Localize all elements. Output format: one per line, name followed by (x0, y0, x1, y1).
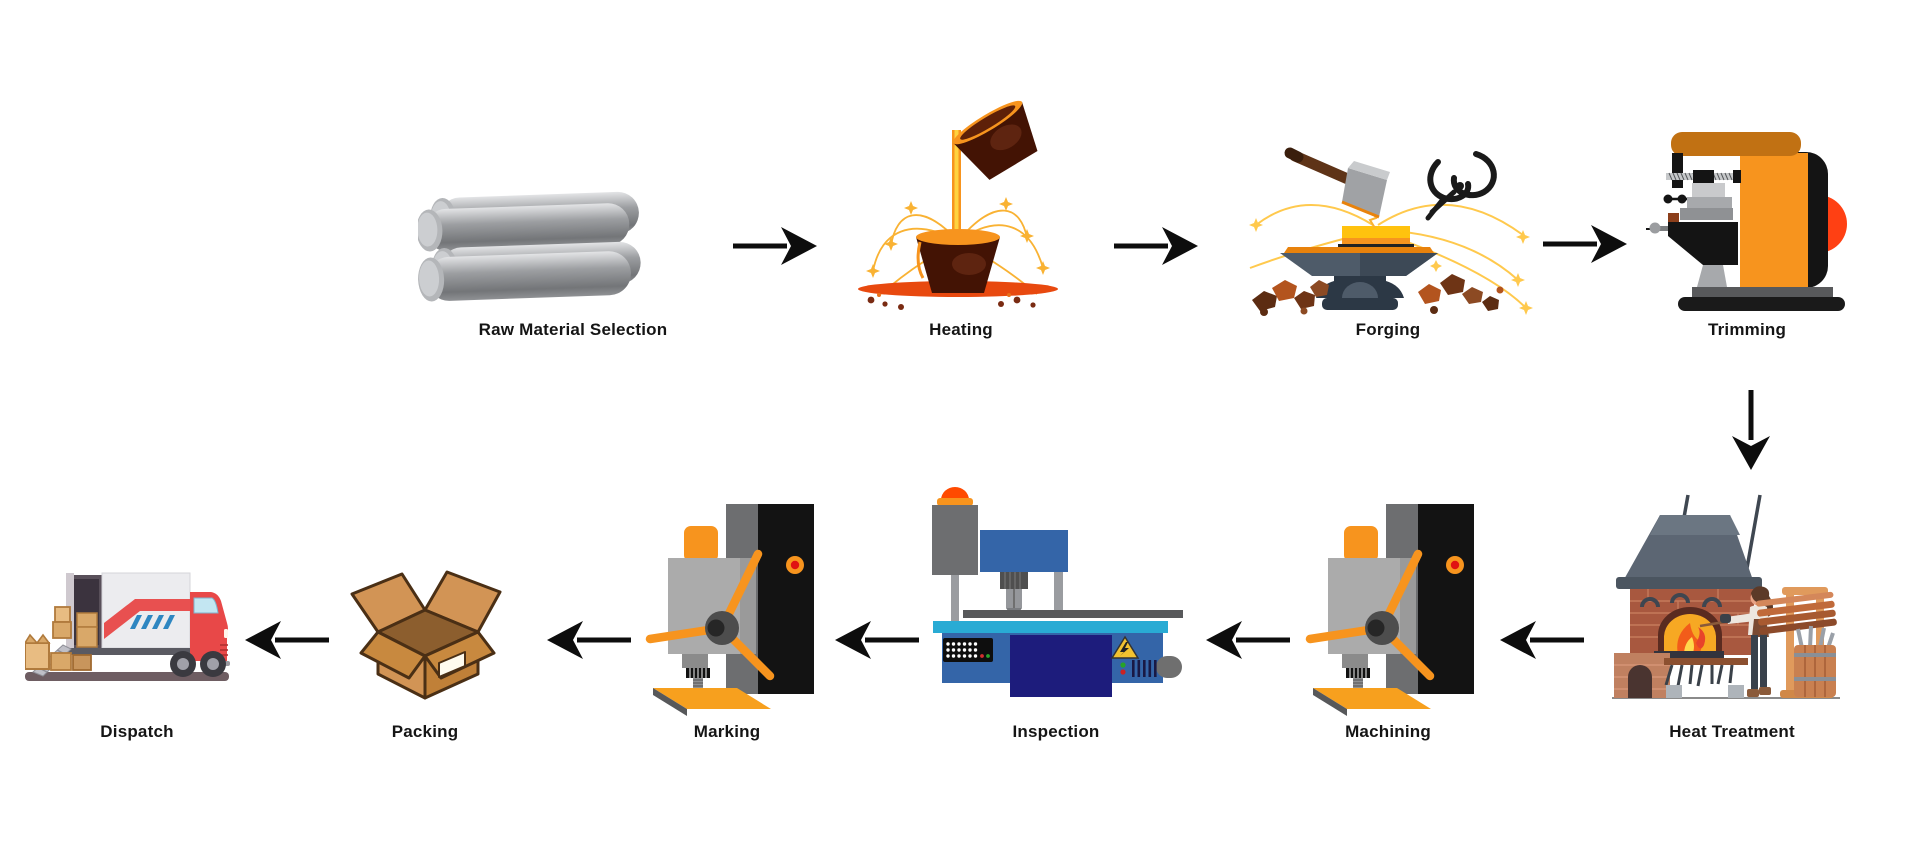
rod (418, 203, 630, 252)
machine-body (1740, 153, 1808, 287)
warning-sign (1110, 635, 1140, 659)
control-tower (932, 505, 978, 575)
ground-boxes (25, 606, 92, 671)
vents (1132, 660, 1157, 677)
chassis (68, 648, 190, 655)
arrow-left-icon (835, 621, 919, 659)
molten-metal-pouring-icon (858, 100, 1058, 310)
gantry-bar (963, 610, 1183, 618)
spark-stars (1249, 218, 1533, 315)
brown-block (1668, 213, 1679, 222)
box-body (101, 572, 191, 649)
hammer (1284, 147, 1390, 219)
front-panel (1010, 635, 1112, 697)
step-label-heat-treatment: Heat Treatment (1669, 722, 1795, 741)
trimming-machine-icon (1646, 132, 1847, 311)
drill-press-icon (645, 504, 814, 716)
keypad (943, 638, 993, 662)
chuck (682, 654, 710, 689)
wheels (170, 651, 226, 677)
arrow-down-icon (1732, 390, 1770, 470)
step-label-trimming: Trimming (1707, 320, 1787, 339)
step-label-dispatch: Dispatch (100, 722, 174, 741)
probe-chuck (1000, 572, 1028, 614)
crucible-pot (916, 229, 1000, 293)
step-label-forging: Forging (1355, 320, 1421, 339)
chuck (1342, 654, 1370, 689)
arrow-right-icon (733, 227, 817, 265)
led-red (1120, 669, 1126, 675)
crank-knobs (1663, 194, 1687, 204)
step-label-machining: Machining (1345, 722, 1431, 741)
tool-rack-bench (1664, 658, 1748, 698)
table-strip (933, 621, 1168, 633)
step-label-raw-material: Raw Material Selection (478, 320, 668, 339)
clamp (1693, 170, 1714, 184)
arrow-right-icon (1543, 225, 1627, 263)
hatch-marks (130, 615, 175, 629)
quench-barrel (1794, 625, 1836, 697)
spatter-dots (867, 293, 1036, 310)
bar-stock-pile (1755, 591, 1837, 635)
steel-rods-icon (418, 191, 641, 302)
right-post (1054, 570, 1063, 614)
spark-stars (866, 197, 1050, 278)
knee-casting (1668, 222, 1738, 265)
scale-rocks (1252, 274, 1504, 316)
motor-cap (1344, 526, 1378, 562)
hood-roof (1616, 515, 1762, 589)
pouring-ladle (953, 100, 1038, 180)
arrow-left-icon (245, 621, 329, 659)
side-cylinder (1156, 656, 1182, 678)
top-cap (1671, 132, 1801, 156)
pedestal (1697, 265, 1727, 287)
front-left-flap (359, 630, 427, 680)
step-label-packing: Packing (391, 722, 459, 741)
open-cardboard-box-icon (350, 570, 502, 700)
base-plinth (1692, 287, 1833, 297)
step-label-heating: Heating (929, 320, 993, 339)
arrow-left-icon (547, 621, 631, 659)
column-black (1418, 504, 1474, 694)
arrow-left-icon (1206, 621, 1290, 659)
hand-wheel (1646, 222, 1668, 234)
hearth-base (1614, 653, 1670, 698)
left-post (951, 575, 959, 623)
blacksmith-furnace-icon (1612, 494, 1840, 699)
spindle-head (980, 530, 1068, 572)
delivery-truck-icon (25, 572, 230, 681)
step-label-marking: Marking (693, 722, 761, 741)
shipping-label (438, 651, 466, 678)
base (1678, 297, 1845, 311)
tongs (1425, 151, 1497, 221)
inspection-machine-icon (932, 487, 1183, 697)
rod (418, 251, 631, 302)
arrow-right-icon (1114, 227, 1198, 265)
arrow-left-icon (1500, 621, 1584, 659)
anvil (1280, 247, 1438, 310)
cab (190, 592, 230, 666)
hammer-and-anvil-icon (1249, 147, 1533, 316)
worktable-stack (1680, 183, 1733, 220)
drill-press-icon (1305, 504, 1474, 716)
step-label-inspection: Inspection (1012, 722, 1100, 741)
beacon-light (941, 487, 969, 500)
base (1313, 688, 1431, 716)
led-green (1120, 662, 1126, 668)
road (25, 672, 229, 681)
